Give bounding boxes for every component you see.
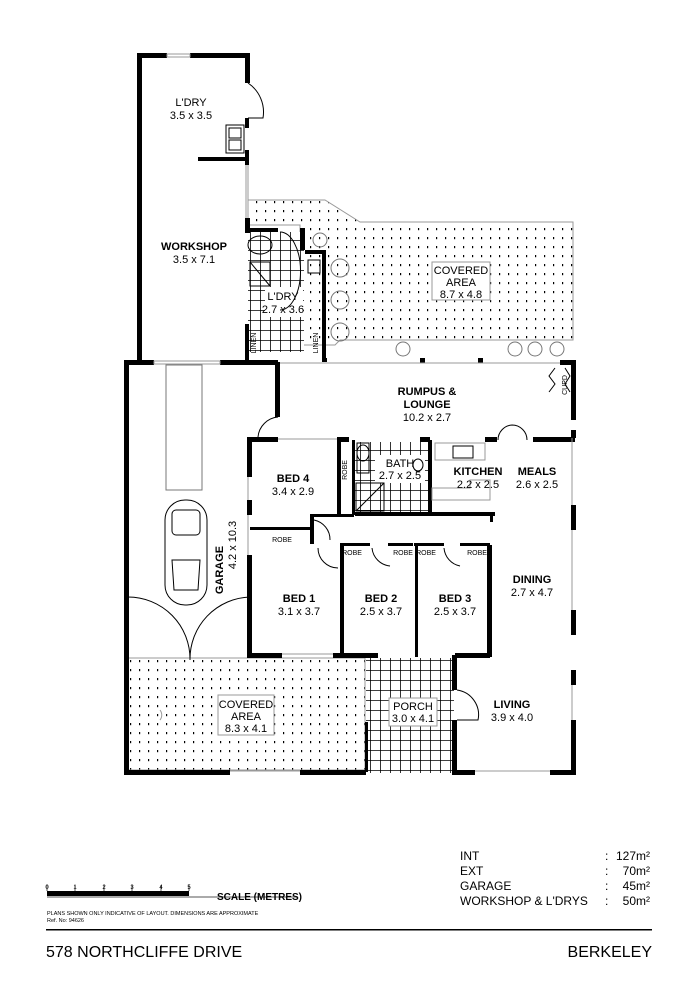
bed2-name: BED 2 — [365, 593, 397, 605]
workshop-size: 3.5 x 7.1 — [173, 254, 215, 266]
reference-number: Ref. No: 94626 — [47, 918, 84, 924]
covered-top-size: 8.7 x 4.8 — [440, 289, 482, 301]
covered-bottom-name1: COVERED — [219, 699, 273, 711]
meals-name: MEALS — [518, 466, 557, 478]
living-name: LIVING — [494, 699, 531, 711]
covered-bottom-size: 8.3 x 4.1 — [225, 723, 267, 735]
suburb: BERKELEY — [567, 944, 652, 961]
rumpus-name2: LOUNGE — [403, 399, 450, 411]
rumpus-name1: RUMPUS & — [398, 386, 457, 398]
ldry-top-size: 3.5 x 3.5 — [170, 110, 212, 122]
dining-size: 2.7 x 4.7 — [511, 587, 553, 599]
bed2-size: 2.5 x 3.7 — [360, 606, 402, 618]
meals-size: 2.6 x 2.5 — [516, 479, 558, 491]
kitchen-size: 2.2 x 2.5 — [457, 479, 499, 491]
area-row-int: INT:127m² — [460, 849, 650, 863]
scale-tick-1: 1 — [73, 885, 77, 891]
robe-bed4-label: ROBE — [342, 460, 349, 480]
living-size: 3.9 x 4.0 — [491, 712, 533, 724]
bed4-size: 3.4 x 2.9 — [272, 486, 314, 498]
covered-top-name2: AREA — [446, 277, 477, 289]
scale-tick-0: 0 — [45, 885, 49, 891]
ldry-small-name: L'DRY — [267, 291, 299, 303]
garage-name: GARAGE — [214, 546, 226, 594]
covered-area-top-floor — [247, 199, 574, 346]
bed1-name: BED 1 — [283, 593, 315, 605]
bed1-size: 3.1 x 3.7 — [278, 606, 320, 618]
scale-tick-3: 3 — [130, 885, 134, 891]
robe-bed3a-label: ROBE — [416, 550, 436, 557]
disclaimer: PLANS SHOWN ONLY INDICATIVE OF LAYOUT. D… — [47, 911, 259, 917]
bed4-name: BED 4 — [277, 473, 310, 485]
bath-size: 2.7 x 2.5 — [379, 470, 421, 482]
area-row-garage: GARAGE:45m² — [460, 879, 650, 893]
covered-top-name1: COVERED — [434, 265, 488, 277]
garage-size: 4.2 x 10.3 — [227, 521, 239, 569]
workshop-name: WORKSHOP — [161, 241, 227, 253]
scale-tick-5: 5 — [187, 885, 191, 891]
robe-bed3b-label: ROBE — [467, 550, 487, 557]
dining-name: DINING — [513, 574, 552, 586]
linen-right-label: LINEN — [313, 333, 320, 354]
scale-tick-2: 2 — [102, 885, 106, 891]
cupd-label: CUPD — [562, 375, 569, 395]
covered-bottom-name2: AREA — [231, 711, 262, 723]
robe-bed2b-label: ROBE — [393, 550, 413, 557]
scale-label: SCALE (METRES) — [217, 892, 302, 903]
bed3-name: BED 3 — [439, 593, 471, 605]
footer-divider — [46, 929, 652, 931]
doors — [127, 82, 571, 721]
area-row-workshop: WORKSHOP & L'DRYS:50m² — [460, 894, 650, 908]
linen-left-label: LINEN — [251, 333, 258, 354]
ldry-top-name: L'DRY — [175, 97, 207, 109]
scale-bar: 0 1 2 3 4 5 SCALE (METRES) PLANS SHOWN O… — [45, 885, 302, 924]
address: 578 NORTHCLIFFE DRIVE — [46, 944, 243, 961]
area-row-ext: EXT:70m² — [460, 864, 650, 878]
rumpus-size: 10.2 x 2.7 — [403, 412, 451, 424]
porch-name: PORCH — [393, 701, 433, 713]
bath-name: BATH — [386, 458, 415, 470]
bed3-size: 2.5 x 3.7 — [434, 606, 476, 618]
robe-bed2a-label: ROBE — [342, 550, 362, 557]
ldry-small-size: 2.7 x 3.6 — [262, 304, 304, 316]
walls — [124, 53, 576, 775]
room-labels: L'DRY 3.5 x 3.5 WORKSHOP 3.5 x 7.1 L'DRY… — [161, 97, 569, 735]
car-icon — [164, 499, 208, 606]
porch-size: 3.0 x 4.1 — [392, 713, 434, 725]
fixtures — [225, 124, 565, 512]
scale-tick-4: 4 — [159, 885, 163, 891]
windows — [153, 53, 573, 772]
kitchen-name: KITCHEN — [454, 466, 503, 478]
robe-bed1-label: ROBE — [272, 537, 292, 544]
